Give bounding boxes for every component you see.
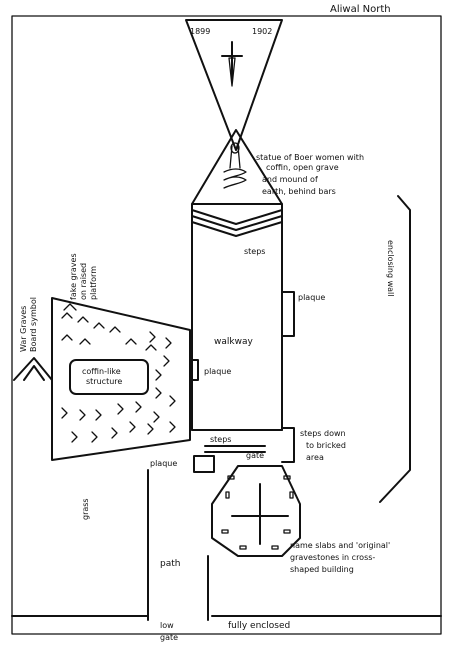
- name-slabs-label-2: gravestones in cross-: [290, 553, 375, 562]
- mid-steps-label: steps: [210, 435, 231, 444]
- fake-graves-label: fake graves: [69, 253, 78, 300]
- date-end-label: 1902: [252, 27, 272, 36]
- right-plaque-box: [281, 291, 295, 337]
- war-graves-symbol: [13, 357, 53, 381]
- cross-icon: [231, 483, 289, 545]
- walkway-label: walkway: [214, 337, 253, 347]
- war-graves-label: War Graves: [19, 306, 28, 352]
- sword-icon: [221, 41, 243, 87]
- steps-down-label-3: area: [306, 453, 324, 462]
- statue-figure-icon: [223, 142, 247, 189]
- top-steps-icon: [191, 209, 283, 237]
- name-slabs-label: name slabs and 'original': [290, 541, 390, 550]
- left-plaque-label: plaque: [204, 367, 231, 376]
- bottom-plaque-label: plaque: [150, 459, 177, 468]
- fake-graves-platform: [51, 297, 191, 461]
- enclosing-wall-line: [379, 195, 411, 503]
- date-start-label: 1899: [190, 27, 210, 36]
- low-gate-label: low: [160, 621, 174, 630]
- name-slabs-label-3: shaped building: [290, 565, 354, 574]
- statue-triangle: [191, 129, 283, 205]
- fully-enclosed-label: fully enclosed: [228, 621, 290, 631]
- gate-label: gate: [246, 451, 264, 460]
- top-steps-label: steps: [244, 247, 265, 256]
- left-plaque-box: [191, 359, 199, 381]
- statue-label-4: earth, behind bars: [262, 187, 336, 196]
- war-graves-label-2: Board symbol: [29, 297, 38, 352]
- title-label: Aliwal North: [330, 4, 391, 15]
- path-label: path: [160, 559, 180, 569]
- grass-label: grass: [81, 498, 90, 520]
- coffin-label-2: structure: [86, 377, 122, 386]
- fake-graves-label-2: on raised: [79, 263, 88, 300]
- mid-steps-icon: [204, 445, 266, 453]
- coffin-label: coffin-like: [82, 367, 121, 376]
- statue-label-2: coffin, open grave: [266, 163, 339, 172]
- statue-label: statue of Boer women with: [256, 153, 364, 162]
- page-border: [11, 15, 442, 635]
- coffin-like-structure: [69, 359, 149, 395]
- right-plaque-label: plaque: [298, 293, 325, 302]
- steps-down-label: steps down: [300, 429, 346, 438]
- fake-grave-marks: [61, 312, 176, 443]
- gravestone-slabs: [221, 475, 294, 550]
- bottom-plaque-box: [193, 455, 215, 473]
- low-gate-label-2: gate: [160, 633, 178, 642]
- enclosing-wall-label: enclosing wall: [386, 240, 395, 296]
- statue-label-3: and mound of: [262, 175, 318, 184]
- fake-graves-label-3: platform: [89, 266, 98, 300]
- memorial-triangle-top: [185, 19, 283, 151]
- fake-graves-arrow: [63, 303, 77, 311]
- steps-down-box: [281, 427, 295, 463]
- steps-down-label-2: to bricked: [306, 441, 346, 450]
